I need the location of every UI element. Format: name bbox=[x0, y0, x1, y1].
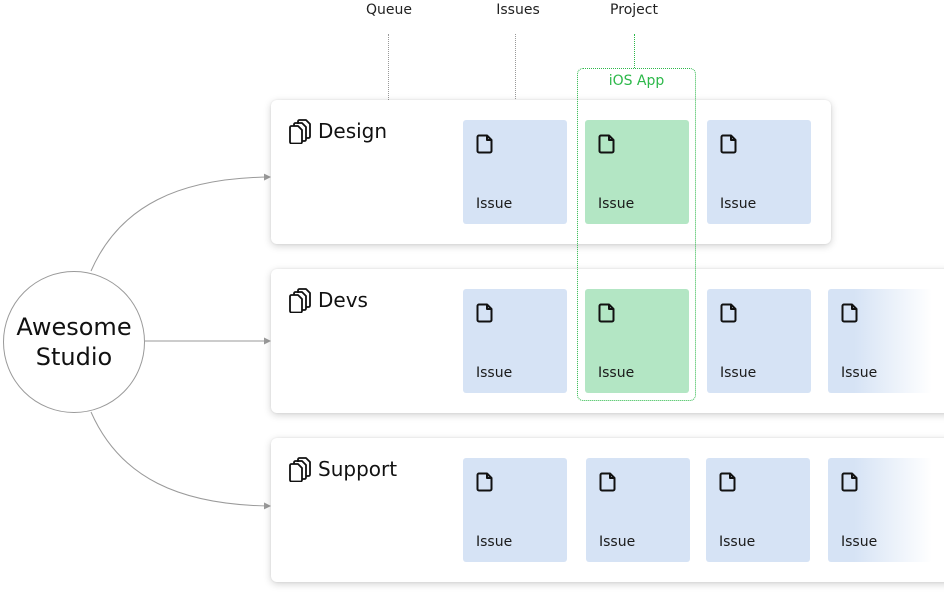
issue-label: Issue bbox=[476, 534, 513, 550]
issue-label: Issue bbox=[599, 534, 636, 550]
issue-label: Issue bbox=[841, 365, 878, 381]
issue-card[interactable]: Issue bbox=[707, 120, 811, 224]
document-icon bbox=[841, 303, 859, 323]
issue-card-project[interactable]: Issue bbox=[585, 120, 689, 224]
queue-card-devs[interactable]: Devs Issue Issue Issue Issue bbox=[271, 269, 944, 413]
document-icon bbox=[599, 472, 617, 492]
document-icon bbox=[720, 303, 738, 323]
document-icon bbox=[720, 134, 738, 154]
document-icon bbox=[476, 134, 494, 154]
organization-node[interactable]: Awesome Studio bbox=[3, 271, 145, 413]
queue-title-devs: Devs bbox=[289, 287, 368, 314]
issue-card[interactable]: Issue bbox=[586, 458, 690, 562]
queue-name: Design bbox=[318, 119, 388, 143]
issue-card[interactable]: Issue bbox=[707, 289, 811, 393]
queue-column-label: Queue bbox=[366, 2, 412, 18]
project-pointer-line bbox=[634, 34, 635, 68]
connector-design bbox=[90, 173, 271, 272]
document-icon bbox=[476, 303, 494, 323]
queue-name: Support bbox=[318, 457, 398, 481]
issues-pointer-line bbox=[515, 34, 516, 121]
stacked-documents-icon bbox=[289, 118, 313, 145]
organization-name: Awesome Studio bbox=[16, 313, 132, 371]
project-name: iOS App bbox=[608, 73, 665, 89]
stacked-documents-icon bbox=[289, 456, 313, 483]
issue-card[interactable]: Issue bbox=[828, 458, 932, 562]
queue-pointer-line bbox=[388, 34, 389, 100]
project-column-label: Project bbox=[610, 2, 658, 18]
issue-label: Issue bbox=[598, 365, 635, 381]
issue-label: Issue bbox=[720, 365, 757, 381]
issues-column-label: Issues bbox=[496, 2, 540, 18]
issue-label: Issue bbox=[841, 534, 878, 550]
queue-title-design: Design bbox=[289, 118, 388, 145]
issue-card[interactable]: Issue bbox=[463, 120, 567, 224]
document-icon bbox=[598, 134, 616, 154]
issue-label: Issue bbox=[720, 196, 757, 212]
document-icon bbox=[476, 472, 494, 492]
queue-title-support: Support bbox=[289, 456, 398, 483]
issue-card[interactable]: Issue bbox=[828, 289, 932, 393]
issue-card-project[interactable]: Issue bbox=[585, 289, 689, 393]
issue-label: Issue bbox=[719, 534, 756, 550]
issue-label: Issue bbox=[476, 196, 513, 212]
project-group-box[interactable]: iOS App bbox=[577, 68, 696, 401]
document-icon bbox=[841, 472, 859, 492]
issue-label: Issue bbox=[476, 365, 513, 381]
issue-card[interactable]: Issue bbox=[706, 458, 810, 562]
queue-name: Devs bbox=[318, 288, 368, 312]
stacked-documents-icon bbox=[289, 287, 313, 314]
document-icon bbox=[719, 472, 737, 492]
issue-card[interactable]: Issue bbox=[463, 458, 567, 562]
document-icon bbox=[598, 303, 616, 323]
issue-label: Issue bbox=[598, 196, 635, 212]
queue-card-support[interactable]: Support Issue Issue Issue Issue bbox=[271, 438, 944, 582]
queue-card-design[interactable]: Design Issue Issue Issue bbox=[271, 100, 831, 244]
connector-support bbox=[90, 411, 271, 510]
issue-card[interactable]: Issue bbox=[463, 289, 567, 393]
